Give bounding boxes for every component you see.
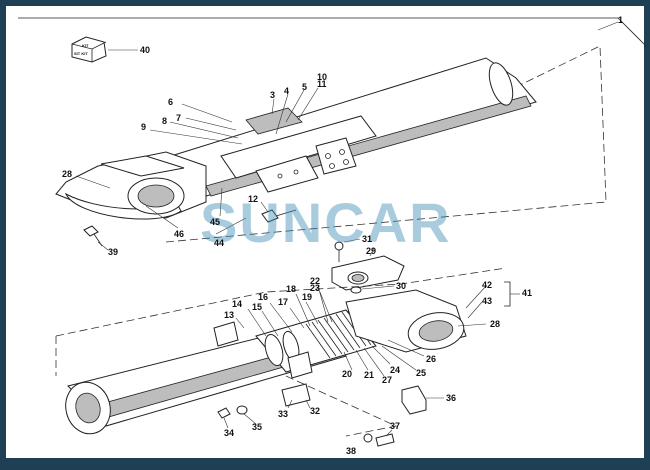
label-part-44: 44 [214, 238, 224, 248]
label-part-12: 12 [248, 194, 258, 204]
lower-dash-bottom [285, 375, 398, 437]
label-part-25: 25 [416, 368, 426, 378]
assembly-leader-1 [597, 21, 619, 31]
washer-bolt-37-38 [363, 429, 395, 447]
label-part-14: 14 [232, 299, 242, 309]
label-part-3: 3 [270, 90, 275, 100]
kit-box-bottom-text: SIT KIT [74, 51, 88, 56]
label-part-4: 4 [284, 86, 289, 96]
label-part-16: 16 [258, 292, 268, 302]
label-part-19: 19 [302, 292, 312, 302]
label-part-26: 26 [426, 354, 436, 364]
bolt-12-icon [260, 201, 297, 223]
label-part-35: 35 [252, 422, 262, 432]
label-part-22: 22 [310, 276, 320, 286]
label-part-32: 32 [310, 406, 320, 416]
label-part-34: 34 [224, 428, 234, 438]
o-ring-30-icon [350, 285, 395, 294]
label-part-46: 46 [174, 229, 184, 239]
rod-head-end [345, 289, 487, 353]
label-part-6: 6 [168, 97, 173, 107]
label-part-36: 36 [446, 393, 456, 403]
bolt-31-icon [334, 238, 361, 262]
label-part-8: 8 [162, 116, 167, 126]
label-part-37: 37 [390, 421, 400, 431]
label-part-20: 20 [342, 369, 352, 379]
exploded-parts-diagram: KIT SIT KIT [18, 15, 647, 456]
kit-box-top-text: KIT [82, 43, 89, 48]
label-part-42: 42 [482, 280, 492, 290]
label-part-18: 18 [286, 284, 296, 294]
label-part-39: 39 [108, 247, 118, 257]
label-part-23: 23 [310, 283, 320, 293]
part-labels: 1 40 10 11 5 4 3 6 7 8 9 28 12 45 46 44 … [62, 15, 623, 456]
watermark-text: SUNCAR [200, 191, 452, 254]
label-part-41: 41 [522, 288, 532, 298]
bracket-41 [504, 281, 511, 307]
assembly-outline [18, 17, 647, 47]
label-part-13: 13 [224, 310, 234, 320]
lower-section-dash-frame [55, 267, 507, 337]
kit-box-icon: KIT SIT KIT [71, 36, 138, 63]
piston-seal-stack [255, 309, 377, 373]
label-part-1: 1 [618, 15, 623, 25]
block-36-icon [401, 385, 444, 415]
clamp-bracket-13 [213, 317, 245, 347]
label-part-38: 38 [346, 446, 356, 456]
lower-leader-lines [247, 285, 487, 377]
label-part-40: 40 [140, 45, 150, 55]
clamp-bracket-32-33 [281, 351, 313, 409]
label-part-9: 9 [141, 122, 146, 132]
label-part-28-upper: 28 [62, 169, 72, 179]
label-part-30: 30 [396, 281, 406, 291]
label-part-5: 5 [302, 82, 307, 92]
bolt-39-icon [83, 225, 109, 251]
bracket-29-icon [331, 247, 405, 291]
label-part-11: 11 [317, 79, 327, 89]
label-part-31: 31 [362, 234, 372, 244]
label-part-24: 24 [390, 365, 400, 375]
label-part-21: 21 [364, 370, 374, 380]
label-part-7: 7 [176, 113, 181, 123]
upper-rod-assembly [170, 57, 537, 197]
label-part-45: 45 [210, 217, 220, 227]
label-part-33: 33 [278, 409, 288, 419]
label-part-27: 27 [382, 375, 392, 385]
upper-section-dash-frame [165, 45, 607, 243]
label-part-15: 15 [252, 302, 262, 312]
label-part-29: 29 [366, 246, 376, 256]
label-part-43: 43 [482, 296, 492, 306]
label-part-10: 10 [317, 72, 327, 82]
label-part-17: 17 [278, 297, 288, 307]
upper-leader-lines [75, 87, 319, 235]
upper-clevis-end [55, 151, 207, 220]
washer-bolt-34-35 [217, 405, 257, 429]
label-part-28-lower: 28 [490, 319, 500, 329]
